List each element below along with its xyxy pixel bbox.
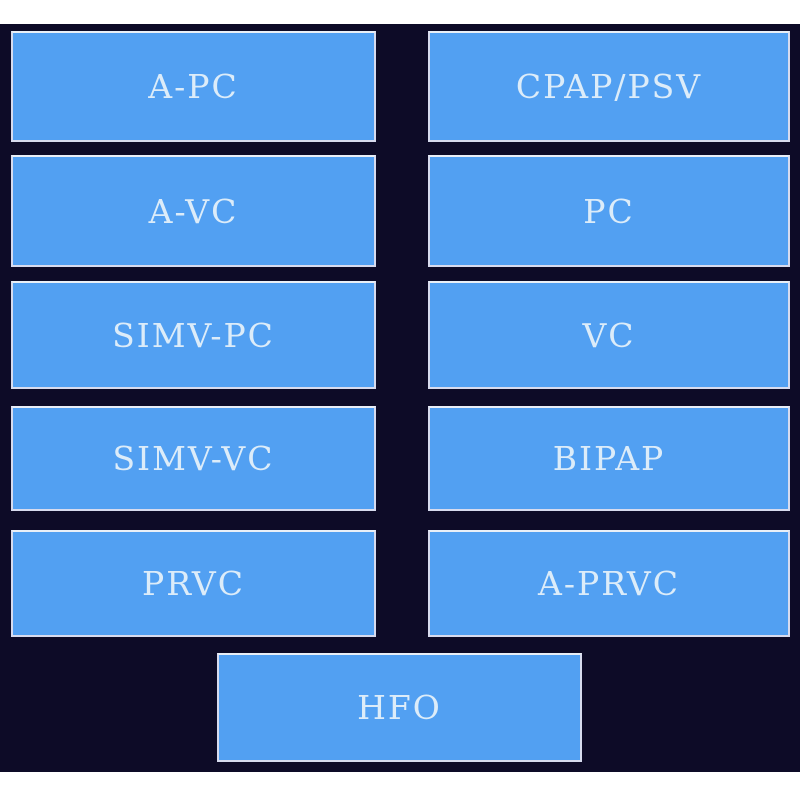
mode-button-a-prvc[interactable]: A-PRVC xyxy=(428,530,790,637)
mode-button-prvc[interactable]: PRVC xyxy=(11,530,376,637)
top-strip xyxy=(0,0,800,24)
mode-button-simv-pc[interactable]: SIMV-PC xyxy=(11,281,376,389)
mode-button-bipap[interactable]: BIPAP xyxy=(428,406,790,511)
bottom-strip xyxy=(0,772,800,800)
mode-button-a-vc[interactable]: A-VC xyxy=(11,155,376,267)
mode-button-vc[interactable]: VC xyxy=(428,281,790,389)
mode-button-a-pc[interactable]: A-PC xyxy=(11,31,376,142)
mode-selection-panel: A-PC CPAP/PSV A-VC PC SIMV-PC VC SIMV-VC… xyxy=(0,24,800,772)
mode-button-cpap-psv[interactable]: CPAP/PSV xyxy=(428,31,790,142)
mode-button-pc[interactable]: PC xyxy=(428,155,790,267)
mode-button-simv-vc[interactable]: SIMV-VC xyxy=(11,406,376,511)
mode-button-hfo[interactable]: HFO xyxy=(217,653,582,762)
